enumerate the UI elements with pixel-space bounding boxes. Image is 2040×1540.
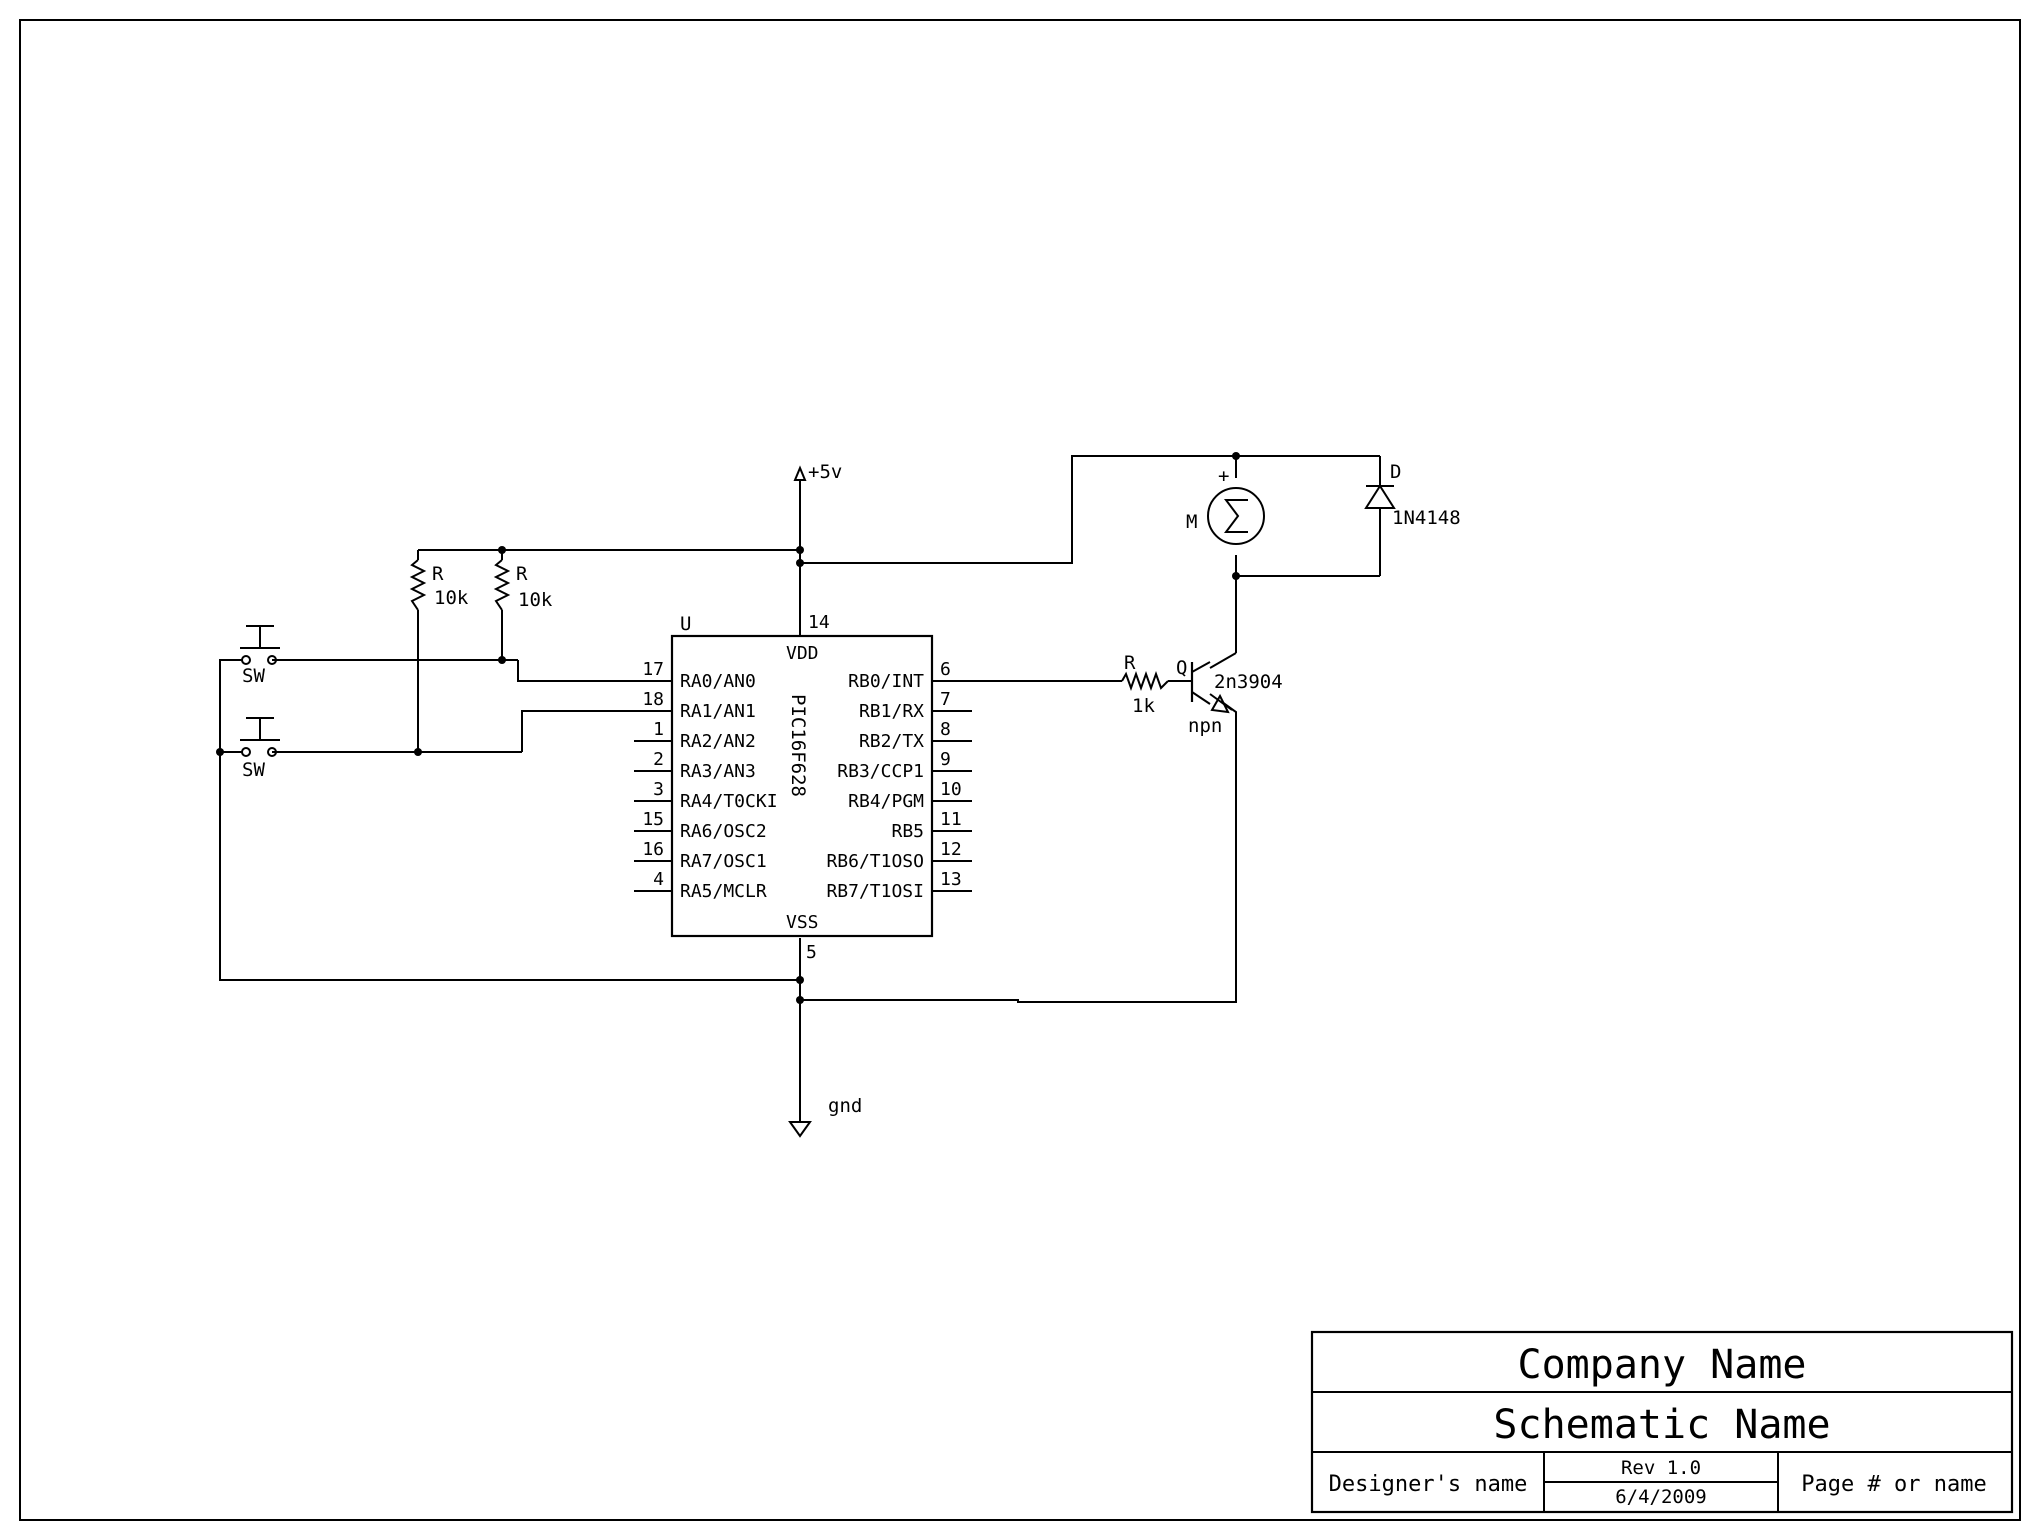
ic-vdd-name: VDD — [786, 643, 819, 664]
q1-ref: Q — [1176, 657, 1187, 679]
vcc-symbol: +5v — [793, 461, 842, 550]
ic-vss-name: VSS — [786, 912, 819, 933]
title-block: Company Name Schematic Name Designer's n… — [1310, 1330, 2014, 1514]
resistor-r1: R 10k — [409, 559, 469, 611]
sw2-ref: SW — [242, 759, 265, 781]
ic-u1: U 14 VDD VSS 5 PIC16F628 17RA0/AN018RA1/… — [634, 612, 972, 963]
ic-vdd-pin: 14 — [808, 612, 830, 633]
motor-ref: M — [1186, 511, 1197, 533]
ic-pin-name: RA0/AN0 — [680, 671, 756, 692]
ic-pin-number: 6 — [940, 659, 951, 680]
page-name: Page # or name — [1801, 1472, 1986, 1497]
schematic-name: Schematic Name — [1493, 1402, 1830, 1448]
r1-value: 10k — [434, 587, 469, 609]
ic-pin-number: 1 — [653, 719, 664, 740]
ic-pin-number: 2 — [653, 749, 664, 770]
ic-pin-name: RB0/INT — [848, 671, 924, 692]
switch-sw2: SW — [226, 717, 280, 781]
ic-pin-number: 16 — [642, 839, 664, 860]
ic-pin-name: RB2/TX — [859, 731, 924, 752]
ic-pin-name: RA4/T0CKI — [680, 791, 778, 812]
gnd-label: gnd — [828, 1095, 862, 1117]
ic-pin-number: 3 — [653, 779, 664, 800]
ic-pin-number: 17 — [642, 659, 664, 680]
date: 6/4/2009 — [1615, 1486, 1707, 1508]
r3-ref: R — [1124, 652, 1136, 674]
transistor-q1: Q 2n3904 npn — [1176, 657, 1283, 737]
ic-pin-number: 13 — [940, 869, 962, 890]
ic-pin-number: 8 — [940, 719, 951, 740]
company-name: Company Name — [1518, 1342, 1807, 1388]
resistor-r2: R 10k — [493, 559, 553, 611]
ic-pin-name: RA5/MCLR — [680, 881, 767, 902]
ic-right-pins: 6RB0/INT7RB1/RX8RB2/TX9RB3/CCP110RB4/PGM… — [826, 659, 972, 902]
r3-value: 1k — [1132, 695, 1155, 717]
ic-pin-number: 15 — [642, 809, 664, 830]
vcc-label: +5v — [808, 461, 842, 483]
r1-ref: R — [432, 563, 444, 585]
diode-part: 1N4148 — [1392, 507, 1461, 529]
diode-ref: D — [1390, 461, 1401, 483]
r2-value: 10k — [518, 589, 553, 611]
sheet-border — [19, 19, 2021, 1521]
ic-pin-name: RB6/T1OSO — [826, 851, 924, 872]
revision: Rev 1.0 — [1621, 1457, 1701, 1479]
ic-pin-name: RB5 — [891, 821, 924, 842]
ic-pin-number: 12 — [940, 839, 962, 860]
junctions — [216, 452, 1240, 1004]
ic-pin-name: RA1/AN1 — [680, 701, 756, 722]
ic-pin-number: 7 — [940, 689, 951, 710]
ic-pin-number: 18 — [642, 689, 664, 710]
motor-m1: + M — [1186, 465, 1265, 545]
designer-name: Designer's name — [1329, 1472, 1528, 1497]
diode-d1: D 1N4148 — [1364, 461, 1461, 529]
ic-ref: U — [680, 613, 691, 635]
ic-pin-name: RB7/T1OSI — [826, 881, 924, 902]
ic-pin-name: RB1/RX — [859, 701, 924, 722]
ic-part-name: PIC16F628 — [787, 694, 809, 797]
ic-pin-name: RB3/CCP1 — [837, 761, 924, 782]
ic-pin-name: RB4/PGM — [848, 791, 924, 812]
ic-body — [670, 634, 934, 938]
ic-pin-name: RA7/OSC1 — [680, 851, 767, 872]
gnd-symbol: gnd — [788, 1000, 862, 1138]
motor-polarity: + — [1218, 465, 1229, 487]
ic-left-pins: 17RA0/AN018RA1/AN11RA2/AN22RA3/AN33RA4/T… — [634, 659, 778, 902]
ic-vss-pin: 5 — [806, 942, 817, 963]
q1-part: 2n3904 — [1214, 671, 1283, 693]
q1-type: npn — [1188, 715, 1222, 737]
ic-pin-number: 11 — [940, 809, 962, 830]
switch-sw1: SW — [226, 625, 280, 687]
ic-pin-name: RA3/AN3 — [680, 761, 756, 782]
ic-pin-number: 4 — [653, 869, 664, 890]
ic-pin-name: RA6/OSC2 — [680, 821, 767, 842]
resistor-r3: R 1k — [1121, 652, 1169, 717]
ic-pin-number: 10 — [940, 779, 962, 800]
ic-pin-name: RA2/AN2 — [680, 731, 756, 752]
r2-ref: R — [516, 563, 528, 585]
ic-pin-number: 9 — [940, 749, 951, 770]
sw1-ref: SW — [242, 665, 265, 687]
